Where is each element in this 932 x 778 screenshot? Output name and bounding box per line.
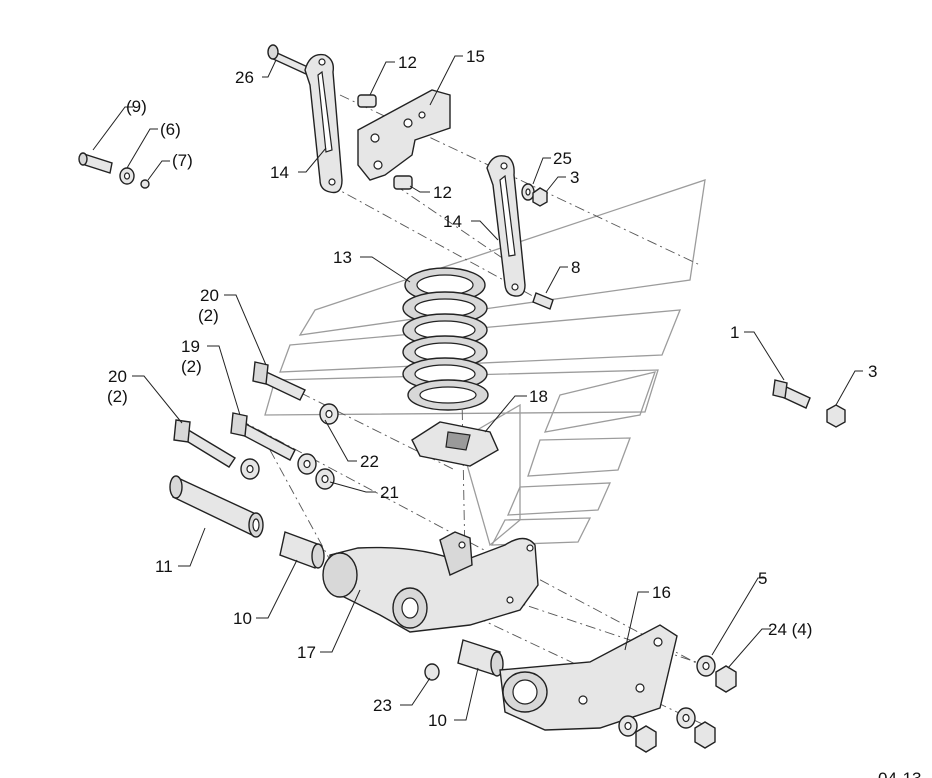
label-10-upper: 10 [233,609,252,628]
washer-near-bolt-20 [240,458,260,480]
label-11: 11 [155,557,173,576]
washer-part-6 [119,167,135,185]
label-5: 5 [758,569,767,588]
bracket-plate-part-15 [357,89,451,181]
label-18: 18 [529,387,548,406]
label-12-top: 12 [398,53,417,72]
label-22: 22 [360,452,379,471]
bushing-part-10-upper [279,531,325,569]
bushing-part-10-lower [457,639,504,677]
nut-part-3-top [532,187,548,207]
nut-part-3-right [826,404,846,428]
bolt-part-20-upper [252,361,306,401]
washer-part-21 [315,468,335,490]
washer-part-25 [521,183,535,201]
label-12-bottom: 12 [433,183,452,202]
bolt-part-19 [230,412,296,461]
label-24: 24 (4) [768,620,812,639]
washer-part-5 [696,655,716,677]
label-14-left: 14 [270,163,289,182]
callout-labels: (9) (6) (7) 26 12 15 14 12 25 3 14 13 8 … [107,47,921,778]
label-20-upper-qty: (2) [198,306,219,325]
nut-lower-left [635,725,657,753]
nut-lower-right [694,721,716,749]
label-15: 15 [466,47,485,66]
label-26: 26 [235,68,254,87]
nut-part-24-right [715,665,737,693]
link-arm-part-14-right [486,155,526,297]
coil-spring-part-13 [402,267,489,411]
label-7: (7) [172,151,193,170]
label-19: 19 [181,337,200,356]
clip-part-7 [140,179,150,189]
watermark-logo [264,179,706,547]
washer-part-22 [319,403,339,425]
bolt-part-20-lower [173,419,236,468]
label-20-lower-qty: (2) [107,387,128,406]
label-17: 17 [297,643,316,662]
bushing-part-12-bottom [393,175,413,190]
label-23: 23 [373,696,392,715]
washer-lower-right [676,707,696,729]
washer-near-bolt-19 [297,453,317,475]
label-1: 1 [730,323,739,342]
label-13: 13 [333,248,352,267]
label-20-upper: 20 [200,286,219,305]
sleeve-part-11 [169,475,264,538]
label-10-lower: 10 [428,711,447,730]
label-25: 25 [553,149,572,168]
label-14-right: 14 [443,212,462,231]
leader-lines [92,55,863,721]
label-21: 21 [380,483,399,502]
label-16: 16 [652,583,671,602]
pin-part-9 [78,152,113,174]
label-20-lower: 20 [108,367,127,386]
label-9: (9) [126,97,147,116]
label-3-top: 3 [570,168,579,187]
label-8: 8 [571,258,580,277]
spring-seat-part-18 [411,421,499,467]
bolt-part-26 [267,44,312,75]
bolt-part-1 [772,379,811,409]
label-19-qty: (2) [181,357,202,376]
link-arm-part-14-left [304,53,343,194]
label-6: (6) [160,120,181,139]
washer-lower-left [618,715,638,737]
bushing-part-12-top [357,94,377,108]
bracket-plate-part-16 [499,624,678,731]
plug-part-23 [424,663,440,681]
corner-code: 04-13 [878,769,921,778]
rocker-arm-part-17 [322,531,539,633]
pin-part-8 [532,292,554,310]
label-3-right: 3 [868,362,877,381]
